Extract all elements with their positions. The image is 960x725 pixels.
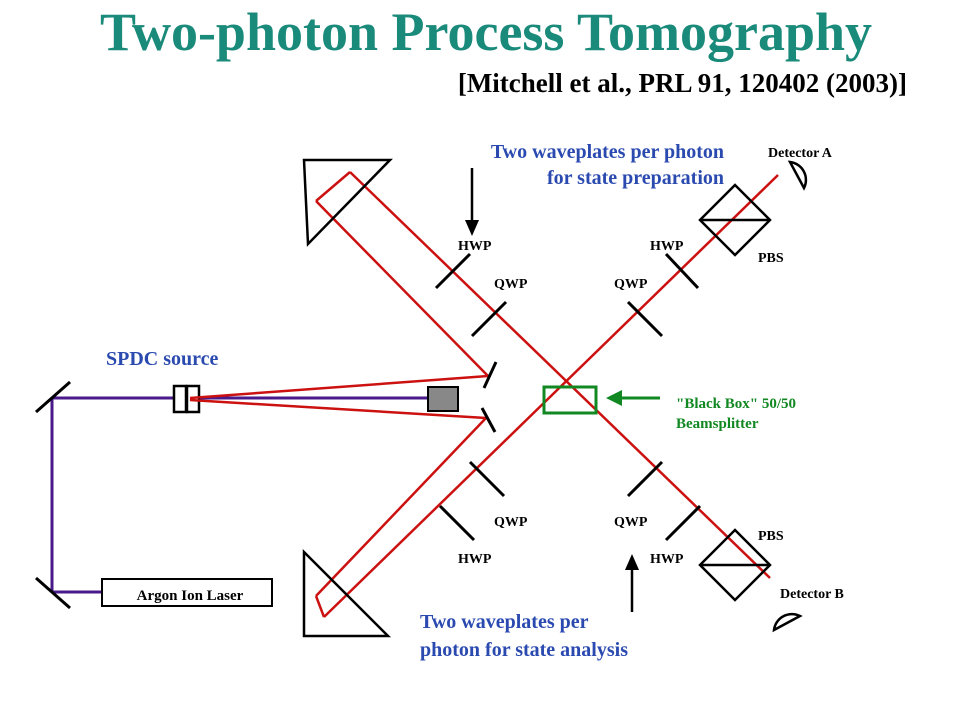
hwp-lower-right: [664, 504, 702, 542]
steering-mirrors: [480, 361, 498, 433]
argon-laser-box: [101, 578, 273, 607]
prep-arrowhead: [465, 220, 479, 236]
spdc-source-label: SPDC source: [106, 348, 219, 370]
qwp-upper-left-label: QWP: [494, 277, 528, 292]
hwp-lower-left-label: HWP: [458, 552, 492, 567]
pump-mirror-bottom: [35, 576, 71, 610]
pump-mirror-top: [35, 380, 71, 414]
pbs-top-label: PBS: [758, 251, 784, 266]
prep-label-line2: for state preparation: [547, 167, 724, 189]
qwp-upper-right-label: QWP: [614, 277, 648, 292]
upper-prism: [302, 158, 393, 247]
citation: [Mitchell et al., PRL 91, 120402 (2003)]: [458, 68, 907, 98]
hwp-upper-left: [434, 252, 472, 290]
black-box-beamsplitter: [542, 385, 598, 415]
beamsplitter-arrowhead: [606, 390, 622, 406]
qwp-lower-right: [626, 460, 664, 498]
pump-beam: [50, 396, 428, 594]
pbs-bottom: [698, 528, 772, 602]
pbs-bottom-label: PBS: [758, 529, 784, 544]
beamsplitter-label-line1: "Black Box" 50/50: [676, 396, 796, 412]
beam-block: [427, 386, 459, 412]
detector-a-icon: [787, 160, 808, 191]
photon-beams: [189, 171, 779, 618]
hwp-upper-right-label: HWP: [650, 239, 684, 254]
hwp-lower-right-label: HWP: [650, 552, 684, 567]
page-title: Two-photon Process Tomography: [100, 2, 872, 62]
detector-b-label: Detector B: [780, 587, 844, 602]
qwp-lower-left: [468, 460, 506, 498]
prep-label-line1: Two waveplates per photon: [491, 141, 724, 163]
hwp-upper-left-label: HWP: [458, 239, 492, 254]
qwp-upper-right: [626, 300, 664, 338]
analysis-label-line1: Two waveplates per: [420, 611, 589, 633]
analysis-label-line2: photon for state analysis: [420, 639, 628, 661]
detector-b-icon: [772, 612, 803, 633]
analysis-arrowhead: [625, 554, 639, 570]
spdc-crystal: [172, 384, 201, 414]
laser-label: Argon Ion Laser: [137, 588, 244, 604]
pump-mirrors: [35, 380, 71, 610]
detector-a-label: Detector A: [768, 146, 833, 161]
waveplates: [434, 252, 702, 542]
hwp-lower-left: [438, 504, 476, 542]
qwp-upper-left: [470, 300, 508, 338]
pbs-top: [698, 183, 772, 257]
hwp-upper-right: [664, 252, 700, 290]
qwp-lower-left-label: QWP: [494, 515, 528, 530]
qwp-lower-right-label: QWP: [614, 515, 648, 530]
lower-prism: [302, 548, 392, 638]
beamsplitter-label-line2: Beamsplitter: [676, 416, 759, 432]
